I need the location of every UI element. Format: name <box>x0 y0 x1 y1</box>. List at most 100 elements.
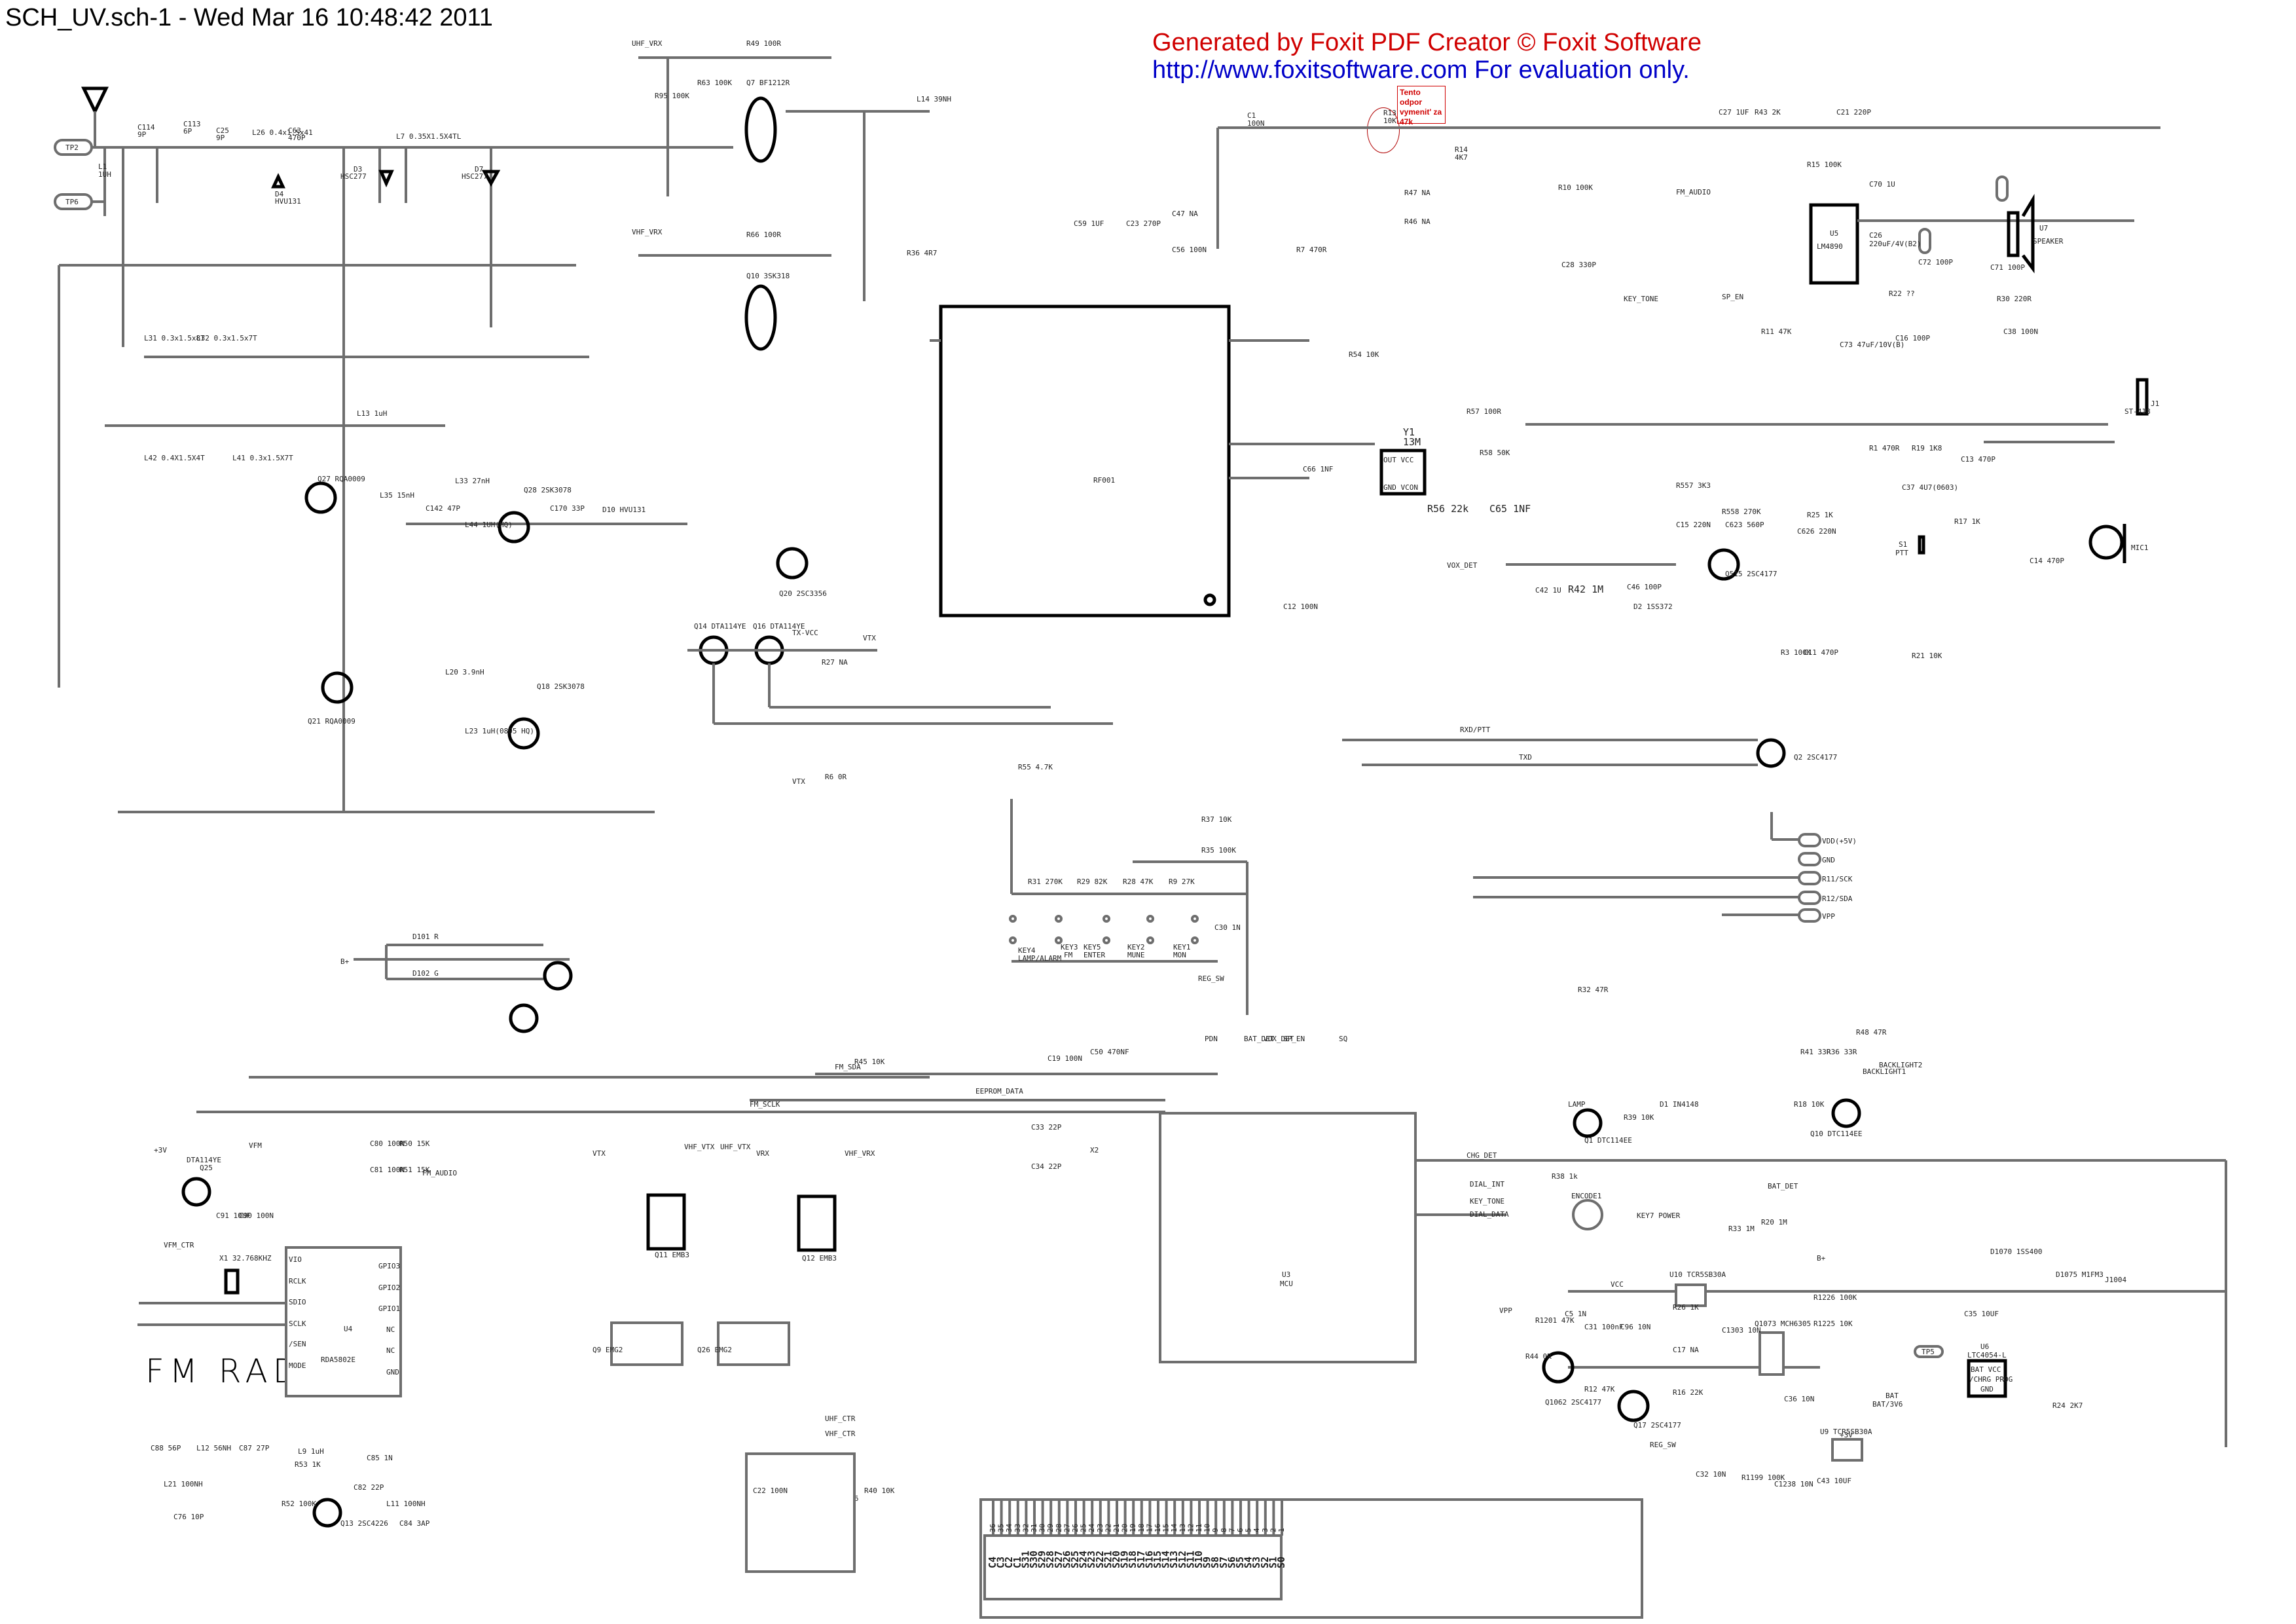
svg-text:C66 1NF: C66 1NF <box>1303 465 1333 473</box>
svg-text:C12 100N: C12 100N <box>1283 602 1318 611</box>
svg-text:TXD: TXD <box>1519 753 1532 762</box>
svg-text:L23 1uH(0805 HQ): L23 1uH(0805 HQ) <box>465 727 534 735</box>
lcd-pin-label: S20 <box>1110 1551 1122 1568</box>
svg-text:C626 220N: C626 220N <box>1797 527 1836 536</box>
svg-text:R29 82K: R29 82K <box>1077 877 1108 886</box>
svg-text:LTC4054-L: LTC4054-L <box>1967 1351 2007 1359</box>
svg-text:R13: R13 <box>1383 109 1396 117</box>
charger-u6 <box>1967 1359 2007 1398</box>
modulation-stage: R557 3K3 R558 270K C15 220N C623 560P Q5… <box>1676 481 1836 581</box>
svg-text:C15 220N: C15 220N <box>1676 521 1711 529</box>
lcd-pin-number: 21 <box>1112 1524 1121 1532</box>
vox-block: VOX_DET C42 1U R42 1M C46 100P D2 1SS372 <box>1447 561 1676 611</box>
svg-text:Q515 2SC4177: Q515 2SC4177 <box>1725 570 1777 578</box>
svg-text:FM_AUDIO: FM_AUDIO <box>1676 188 1711 196</box>
svg-text:C59 1UF: C59 1UF <box>1074 219 1104 228</box>
svg-text:HVU131: HVU131 <box>275 197 301 206</box>
lcd-pin-label: S4 <box>1243 1557 1254 1568</box>
key-ref: KEY4 <box>1018 946 1036 955</box>
svg-text:220uF/4V(B2): 220uF/4V(B2) <box>1869 240 1921 248</box>
svg-text:R56 22k: R56 22k <box>1427 503 1468 515</box>
svg-text:C23 270P: C23 270P <box>1126 219 1161 228</box>
u5-name: LM4890 <box>1817 242 1843 251</box>
svg-text:SCLK: SCLK <box>289 1320 306 1328</box>
svg-text:DTA114YE: DTA114YE <box>187 1156 221 1164</box>
transistor-q17 <box>1617 1390 1650 1422</box>
svg-text:R1225 10K: R1225 10K <box>1813 1320 1853 1328</box>
svg-text:R57 100R: R57 100R <box>1467 407 1501 416</box>
lcd-pin-number: 8 <box>1220 1528 1228 1532</box>
lcd-pin-number: 11 <box>1195 1524 1203 1532</box>
jack-mic: J1 ST-418 MIC1 S1 PTT R1 470R R19 1K8 C3… <box>1525 378 2159 565</box>
lcd-pin-label: S13 <box>1168 1551 1180 1568</box>
lcd-pin-number: 9 <box>1211 1528 1220 1532</box>
rx-switch: Q14 DTA114YE Q16 DTA114YE TX-VCC R27 NA … <box>687 547 1113 786</box>
key-switch[interactable]: KEY5 ENTER <box>1084 915 1110 959</box>
lcd-pin-label: S28 <box>1044 1551 1056 1568</box>
transistor-q4 <box>543 961 573 991</box>
lcd-pin-label: S23 <box>1085 1551 1097 1568</box>
svg-text:C37 4U7(0603): C37 4U7(0603) <box>1902 483 1958 492</box>
svg-text:TP5: TP5 <box>1922 1348 1935 1356</box>
svg-text:VOX_DET: VOX_DET <box>1264 1035 1294 1043</box>
key-switch[interactable]: KEY3 FM <box>1055 915 1078 959</box>
svg-text:Q10 3SK318: Q10 3SK318 <box>746 272 790 280</box>
svg-text:BAT/3V6: BAT/3V6 <box>1872 1400 1903 1409</box>
lcd-pin-label: S7 <box>1218 1557 1230 1568</box>
tp6-label: TP6 <box>65 198 79 206</box>
svg-text:L14 39NH: L14 39NH <box>917 95 951 103</box>
u5-ref: U5 <box>1830 229 1838 238</box>
svg-text:Q28 2SK3078: Q28 2SK3078 <box>524 486 572 494</box>
lcd-pin-label: S12 <box>1176 1551 1188 1568</box>
page-title: SCH_UV.sch-1 - Wed Mar 16 10:48:42 2011 <box>5 4 493 31</box>
lcd-pin-label: S2 <box>1259 1557 1271 1568</box>
mcu-name: MCU <box>1280 1280 1293 1288</box>
antenna-icon <box>81 86 109 115</box>
svg-text:R43 2K: R43 2K <box>1755 108 1781 117</box>
lcd-pin-number: 18 <box>1137 1524 1146 1532</box>
svg-text:L33 27nH: L33 27nH <box>455 477 490 485</box>
jack-j1 <box>2136 378 2149 416</box>
key-switch[interactable]: KEY4 LAMP/ALARM <box>1009 915 1062 963</box>
test-point-tp5 <box>1914 1345 1944 1358</box>
svg-text:VIO: VIO <box>289 1255 302 1264</box>
connector-pad: VDD(+5V) <box>1798 833 1857 847</box>
svg-text:R1226 100K: R1226 100K <box>1813 1293 1857 1302</box>
svg-text:C17 NA: C17 NA <box>1673 1346 1699 1354</box>
ptt-switch-s1 <box>1918 535 1925 555</box>
lcd-pin-number: 34 <box>1005 1523 1013 1532</box>
svg-text:10K: 10K <box>1383 117 1396 125</box>
svg-text:R54 10K: R54 10K <box>1349 350 1379 359</box>
svg-text:R36 4R7: R36 4R7 <box>907 249 937 257</box>
svg-text:C11 470P: C11 470P <box>1804 648 1838 657</box>
test-point-tp15 <box>1918 228 1931 254</box>
encoder-encode1[interactable] <box>1572 1199 1603 1230</box>
lcd-pin-number: 28 <box>1055 1524 1063 1532</box>
lcd-pin-label: S5 <box>1234 1557 1246 1568</box>
svg-text:C91 10UF: C91 10UF <box>216 1211 251 1220</box>
svg-text:C47 NA: C47 NA <box>1172 210 1198 218</box>
svg-text:C26: C26 <box>1869 231 1882 240</box>
svg-text:R51 15K: R51 15K <box>399 1166 430 1174</box>
svg-text:VHF_VRX: VHF_VRX <box>845 1149 875 1158</box>
svg-text:C33 22P: C33 22P <box>1031 1123 1062 1132</box>
lcd-block: 36C435C334C233C132S3131S3030S2929S2828S2… <box>979 1498 1643 1619</box>
svg-text:Q2 2SC4177: Q2 2SC4177 <box>1794 753 1837 762</box>
svg-text:R26 1K: R26 1K <box>1673 1303 1699 1312</box>
key-switch[interactable]: KEY2 MUNE <box>1127 915 1154 959</box>
svg-text:C14 470P: C14 470P <box>2030 557 2064 565</box>
key-switch[interactable]: KEY1 MON <box>1173 915 1199 959</box>
svg-text:R27 NA: R27 NA <box>822 658 848 667</box>
svg-text:C34 22P: C34 22P <box>1031 1162 1062 1171</box>
fm-chip-ref: U4 <box>344 1325 353 1333</box>
lcd-pin-number: 1 <box>1277 1528 1286 1532</box>
svg-text:C96 10N: C96 10N <box>1620 1323 1650 1331</box>
dual-gate-mosfet-q10 <box>744 284 777 351</box>
svg-text:U9 TCR5SB30A: U9 TCR5SB30A <box>1820 1428 1872 1436</box>
svg-text:HSC277: HSC277 <box>340 172 367 181</box>
svg-text:R18 10K: R18 10K <box>1794 1100 1825 1109</box>
key-ref: KEY3 <box>1061 943 1078 951</box>
lcd-pin-number: 2 <box>1269 1528 1277 1532</box>
svg-text:Q10 DTC114EE: Q10 DTC114EE <box>1810 1130 1862 1138</box>
